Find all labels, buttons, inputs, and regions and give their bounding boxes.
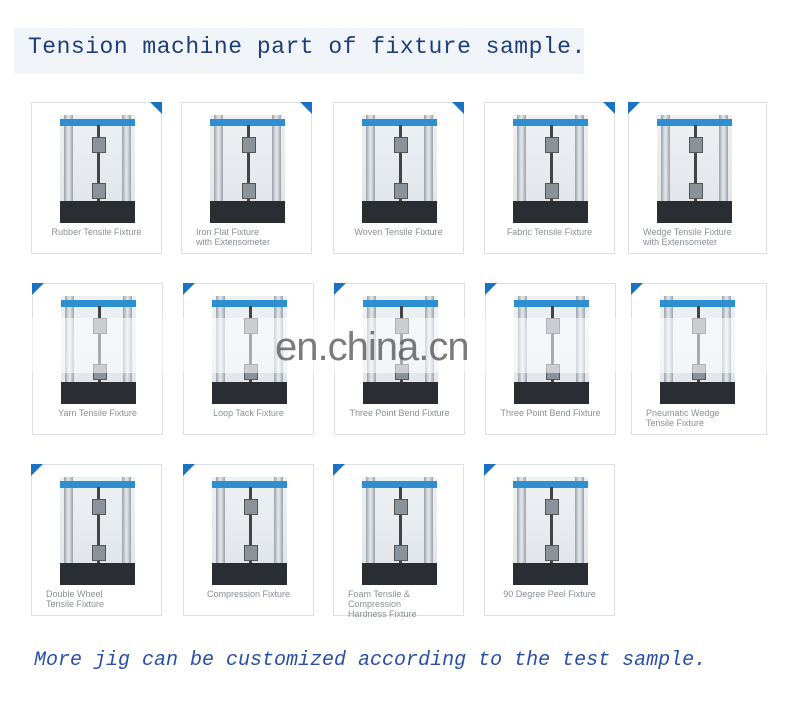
fixture-caption: 90 Degree Peel Fixture [487,589,612,599]
fixture-photo [362,115,437,223]
fixture-caption: Loop Tack Fixture [186,408,311,418]
caption-line: with Extensometer [643,237,718,247]
caption-line: Wedge Tensile Fixture [643,227,732,237]
fixture-photo [513,115,588,223]
fixture-caption: Three Point Bend Fixture [488,408,613,418]
corner-accent [183,283,195,295]
footer-note: More jig can be customized according to … [34,649,707,672]
caption-line: Foam Tensile & Compression [348,589,410,609]
corner-accent [452,102,464,114]
fixture-caption: Fabric Tensile Fixture [487,227,612,237]
fixture-photo [60,115,135,223]
fixture-card: Woven Tensile Fixture [333,102,464,254]
watermark-band [0,318,800,373]
corner-accent [603,102,615,114]
corner-accent [150,102,162,114]
caption-line: Double Wheel [46,589,103,599]
corner-accent [300,102,312,114]
fixture-photo [212,477,287,585]
caption-line: Three Point Bend Fixture [349,408,450,418]
corner-accent [485,283,497,295]
caption-line: Fabric Tensile Fixture [506,227,593,237]
corner-accent [183,464,195,476]
corner-accent [31,464,43,476]
fixture-caption: Yarn Tensile Fixture [35,408,160,418]
fixture-photo [513,477,588,585]
caption-line: Compression Fixture [206,589,291,599]
corner-accent [631,283,643,295]
corner-accent [484,464,496,476]
caption-line: Tensile Fixture [646,418,705,428]
caption-line: Tensile Fixture [46,599,105,609]
fixture-card: Compression Fixture [183,464,314,616]
watermark: en.china.cn [275,325,470,369]
fixture-photo [210,115,285,223]
title-banner [14,28,584,74]
caption-line: Three Point Bend Fixture [500,408,601,418]
caption-line: Pneumatic Wedge [646,408,720,418]
fixture-card: 90 Degree Peel Fixture [484,464,615,616]
caption-line: Woven Tensile Fixture [354,227,443,237]
fixture-card: Fabric Tensile Fixture [484,102,615,254]
fixture-caption: Rubber Tensile Fixture [34,227,159,237]
caption-line: Iron Flat Fixture [196,227,260,237]
fixture-photo [657,115,732,223]
caption-line: Yarn Tensile Fixture [58,408,137,418]
fixture-caption: Compression Fixture [186,589,311,599]
fixture-card: Rubber Tensile Fixture [31,102,162,254]
fixture-photo [362,477,437,585]
fixture-caption: Three Point Bend Fixture [337,408,462,418]
caption-line: Hardness Fixture [348,609,417,619]
fixture-caption: Woven Tensile Fixture [336,227,461,237]
caption-line: Loop Tack Fixture [213,408,284,418]
corner-accent [32,283,44,295]
corner-accent [628,102,640,114]
page-title: Tension machine part of fixture sample. [28,34,586,60]
fixture-photo [60,477,135,585]
caption-line: Rubber Tensile Fixture [51,227,142,237]
corner-accent [333,464,345,476]
caption-line: with Extensometer [196,237,271,247]
caption-line: 90 Degree Peel Fixture [503,589,596,599]
corner-accent [334,283,346,295]
